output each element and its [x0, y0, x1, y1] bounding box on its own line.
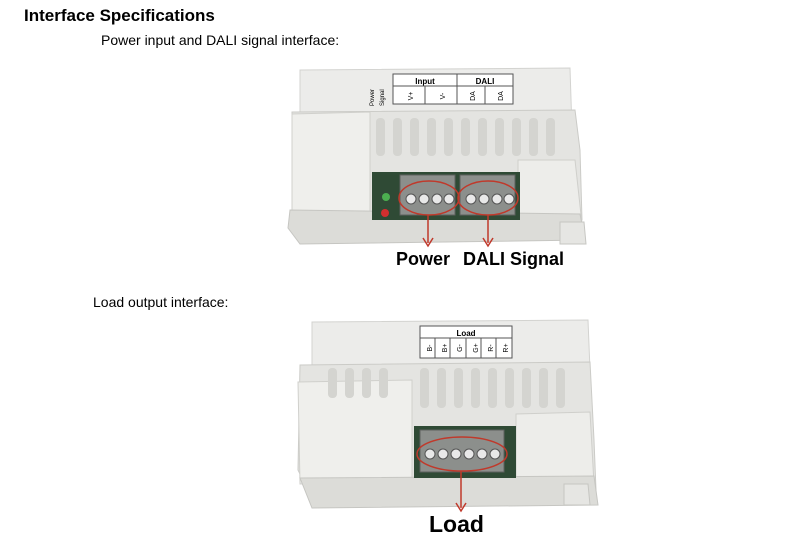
terminal-g-plus: G+ [473, 343, 480, 353]
load-header: Load [456, 329, 475, 338]
terminal-da-2: DA [498, 91, 505, 101]
load-callout: Load [429, 511, 484, 537]
terminal-b-minus: B- [427, 344, 434, 352]
terminal-v-minus: V- [440, 92, 447, 99]
power-dali-interface-label: Power input and DALI signal interface: [101, 32, 340, 48]
power-callout: Power [396, 249, 451, 269]
dali-signal-callout: DALI Signal [463, 249, 565, 269]
dali-header: DALI [476, 77, 495, 86]
terminal-da-1: DA [470, 91, 477, 101]
side-label-signal: Signal [380, 89, 386, 106]
terminal-v-plus: V+ [408, 92, 415, 101]
page-title: Interface Specifications [24, 6, 215, 25]
top-device-photo: Input DALI V+ V- DA DA Power Signal [287, 67, 587, 248]
input-header: Input [415, 77, 435, 86]
terminal-b-plus: B+ [442, 344, 449, 353]
bottom-device-photo: Load B- B+ G- G+ R- R+ [297, 319, 599, 513]
terminal-g-minus: G- [457, 343, 464, 351]
terminal-r-minus: R- [488, 344, 495, 352]
load-interface-label: Load output interface: [93, 294, 229, 310]
terminal-r-plus: R+ [503, 343, 510, 352]
side-label-power: Power [370, 89, 376, 106]
